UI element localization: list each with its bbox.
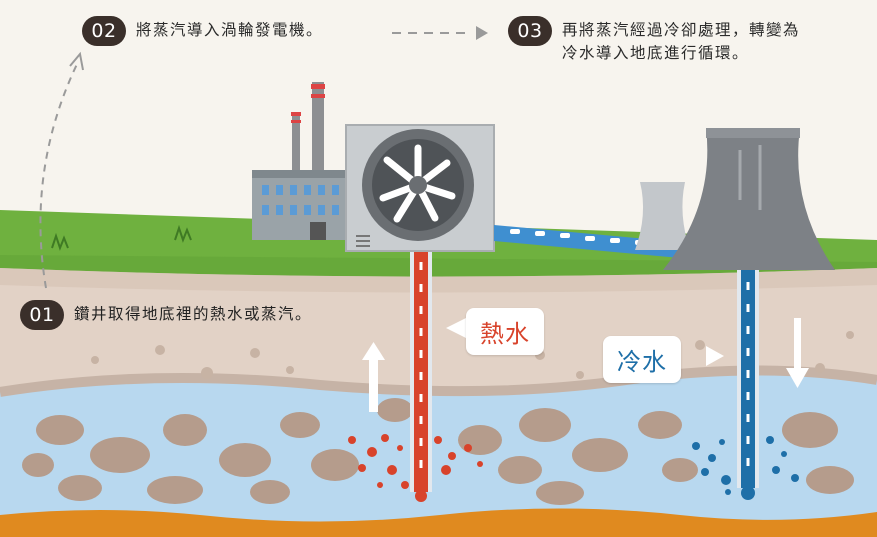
cold-water-pipe xyxy=(737,270,759,500)
step-02: 02 將蒸汽導入渦輪發電機。 xyxy=(82,16,323,46)
turbine-generator xyxy=(345,124,495,252)
hot-water-pipe xyxy=(410,252,432,502)
soil-pebbles xyxy=(91,331,854,379)
cold-water-label: 冷水 xyxy=(603,336,681,383)
hot-water-bubbles xyxy=(348,434,483,489)
factory-building xyxy=(252,82,352,240)
dashed-arrow-head-02 xyxy=(476,26,488,40)
step-description-line-2: 冷水導入地底進行循環。 xyxy=(562,44,750,62)
soil-layer-top xyxy=(0,268,877,293)
up-arrow-icon xyxy=(362,342,385,412)
dashed-arrow-01-to-02 xyxy=(39,61,79,289)
cold-water-bubbles xyxy=(692,436,799,495)
step-03: 03 再將蒸汽經過冷卻處理，轉變為 冷水導入地底進行循環。 xyxy=(508,16,877,65)
hot-water-label: 熱水 xyxy=(466,308,544,355)
rocks xyxy=(22,398,854,505)
step-number-badge: 03 xyxy=(508,16,552,46)
step-description: 鑽井取得地底裡的熱水或蒸汽。 xyxy=(74,305,313,323)
hot-label-pointer xyxy=(446,318,466,338)
dashed-arrow-head-01 xyxy=(69,51,84,71)
step-number-badge: 02 xyxy=(82,16,126,46)
step-01: 01 鑽井取得地底裡的熱水或蒸汽。 xyxy=(20,300,312,330)
step-description: 再將蒸汽經過冷卻處理，轉變為 冷水導入地底進行循環。 xyxy=(562,16,800,65)
magma-layer xyxy=(0,508,877,537)
cooling-tower xyxy=(663,128,835,270)
step-description: 將蒸汽導入渦輪發電機。 xyxy=(136,21,324,39)
down-arrow-icon xyxy=(786,318,809,388)
cold-label-pointer xyxy=(706,346,724,366)
step-description-line-1: 再將蒸汽經過冷卻處理，轉變為 xyxy=(562,21,801,39)
step-number-badge: 01 xyxy=(20,300,64,330)
cooling-tower-back xyxy=(635,182,690,250)
grass-tufts xyxy=(51,224,192,251)
